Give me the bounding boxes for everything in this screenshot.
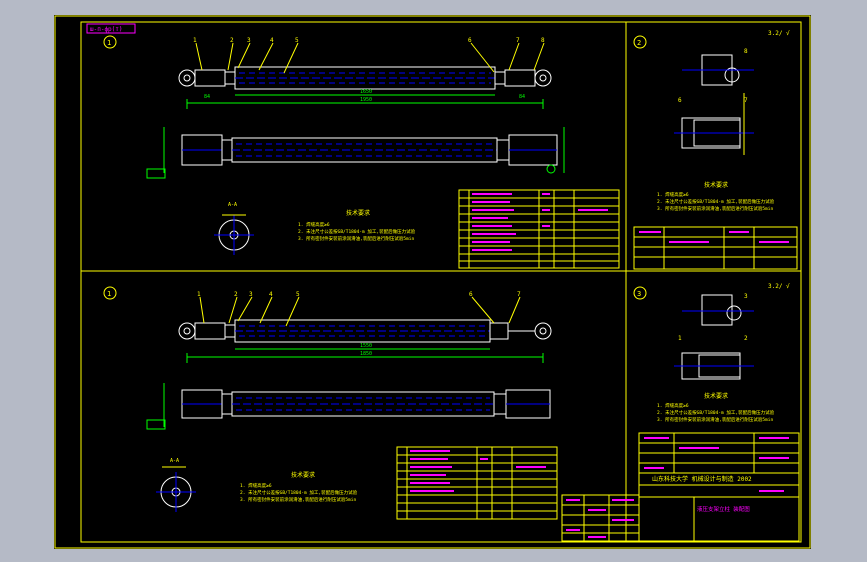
cylinder-bottom-plan-view [163,383,551,427]
section-note-box-bottom [146,419,166,430]
revision-table [561,494,640,542]
tech-req-line-1: 1. 焊缝高度≥6 [298,221,330,228]
parts-table-top-text [472,193,608,251]
part-num: 2 [234,291,238,298]
dim-left-small: 84 [204,94,210,100]
part-num: 2 [744,335,748,342]
part-num: 8 [541,37,545,44]
drawing-tag: ш-п-фр(т) [90,26,123,33]
part-numbers-top: 1 2 3 4 5 6 7 8 [193,37,545,44]
part-num: 6 [468,37,472,44]
roughness-top: 3.2/ √ [768,30,790,37]
title-table-top-right-text [639,231,789,243]
tech-req-title-top-right: 技术要求 [704,181,728,189]
cylinder-top-side-view [178,66,552,109]
title-table-top-right [633,226,798,270]
parts-table-top [458,189,620,269]
section-mark-bottom: A-A [170,458,179,464]
tech-req-br-2: 2. 未注尺寸公差按GB/T1804-m 加工,装配后做压力试验 [657,409,775,416]
roughness-bottom: 3.2/ √ [768,283,790,290]
tech-req-tr-1: 1. 焊缝高度≥6 [657,191,689,198]
section-a-bottom [156,466,196,512]
leaders-top [195,42,545,74]
drawing-tag-box [86,23,136,34]
part-num: 1 [678,335,682,342]
main-title-block-text [644,437,789,492]
tech-req-b-2: 2. 未注尺寸公差按GB/T1804-m 加工,装配后做压力试验 [240,489,358,496]
main-title-block [638,432,800,542]
view-label-bottom-right: 3 [637,290,641,298]
view-label-top-left: 1 [107,39,111,47]
part-num: 4 [269,291,273,298]
dim-right-small: 84 [519,94,525,100]
datum-marker [546,164,556,174]
section-note-box [146,168,166,179]
tech-req-b-1: 1. 焊缝高度≥6 [240,482,272,489]
detail-bottom-right [674,294,754,380]
part-num: 7 [517,291,521,298]
view-circle-1 [103,35,117,49]
view-circle-2 [103,286,117,300]
dim-bottom-overall: 1850 [360,351,372,357]
dim-top-overall: 1950 [360,97,372,103]
view-circle-3 [633,35,647,49]
part-num: 7 [744,97,748,104]
revision-table-text [566,499,634,538]
parts-table-bottom [396,446,558,520]
dim-bottom-inner: 1550 [360,343,372,349]
cylinder-bottom-side-view [178,319,552,363]
view-label-bottom-left: 1 [107,290,111,298]
tech-req-br-3: 3. 所有密封件安装前涂润滑油,装配后进行耐压试验5min [657,416,773,423]
part-num: 5 [295,37,299,44]
part-numbers-bottom: 1 2 3 4 5 6 7 [197,291,521,298]
part-num: 4 [270,37,274,44]
part-num: 8 [744,48,748,55]
part-num: 6 [469,291,473,298]
part-num: 1 [193,37,197,44]
part-num: 6 [678,97,682,104]
tech-req-title-bottom: 技术要求 [291,471,315,479]
tech-req-tr-3: 3. 所有密封件安装前涂润滑油,装配后进行耐压试验5min [657,205,773,212]
dim-top-inner: 1650 [360,89,372,95]
tech-req-line-2: 2. 未注尺寸公差按GB/T1804-m 加工,装配后做压力试验 [298,228,416,235]
tech-req-title-top: 技术要求 [346,209,370,217]
tech-req-line-3: 3. 所有密封件安装前涂润滑油,装配后进行耐压试验5min [298,235,414,242]
part-num: 3 [249,291,253,298]
leaders-bottom [199,296,521,327]
part-num: 3 [247,37,251,44]
part-num: 1 [197,291,201,298]
part-num: 5 [296,291,300,298]
title-block-main: 山东科技大学 机械设计与制造 2002 [652,475,752,483]
view-label-top-right: 2 [637,39,641,47]
part-num: 3 [744,293,748,300]
section-a-top [214,214,254,255]
inner-frame [80,21,802,543]
drawing-canvas[interactable]: ш-п-фр(т) 1 1 2 3 [54,15,811,549]
cad-drawing: ш-п-фр(т) 1 1 2 3 [54,15,811,549]
tech-req-br-1: 1. 焊缝高度≥6 [657,402,689,409]
part-num: 2 [230,37,234,44]
title-block-sub: 液压支架立柱 装配图 [697,505,750,513]
section-mark-top: A-A [228,202,237,208]
view-circle-4 [633,286,647,300]
tech-req-title-bottom-right: 技术要求 [704,392,728,400]
tech-req-b-3: 3. 所有密封件安装前涂润滑油,装配后进行耐压试验5min [240,496,356,503]
parts-table-bottom-text [410,450,546,492]
part-num: 7 [516,37,520,44]
detail-top-right [674,54,754,155]
outer-frame [54,15,811,549]
cylinder-top-plan-view [163,127,565,173]
tech-req-tr-2: 2. 未注尺寸公差按GB/T1804-m 加工,装配后做压力试验 [657,198,775,205]
